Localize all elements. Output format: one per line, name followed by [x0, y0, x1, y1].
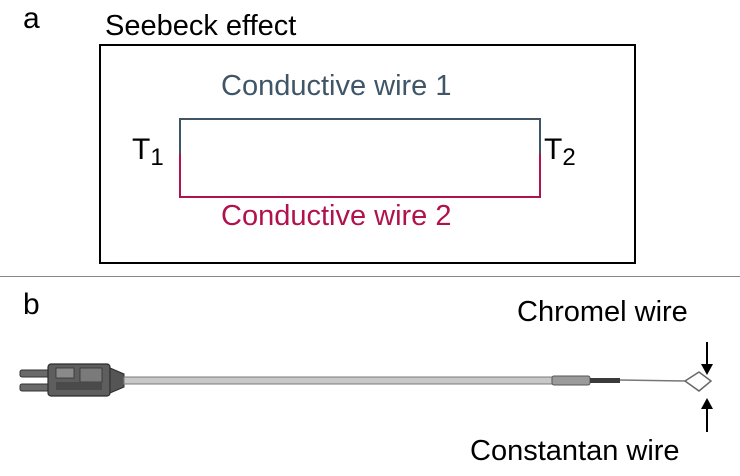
panel-a-label: a — [23, 2, 40, 35]
panel-b-label: b — [23, 288, 40, 321]
thermocouple-junction — [684, 371, 713, 392]
constantan-arrow — [701, 398, 713, 432]
probe-sheath — [123, 375, 686, 386]
wire-2-label: Conductive wire 2 — [221, 200, 452, 232]
conductive-wire-2 — [179, 154, 541, 198]
t1-label: T1 — [132, 133, 164, 171]
seebeck-diagram-frame — [99, 44, 636, 264]
wire-1-label: Conductive wire 1 — [221, 70, 452, 102]
chromel-arrow — [701, 342, 713, 375]
seebeck-title: Seebeck effect — [105, 10, 297, 42]
conductive-wire-1 — [179, 118, 541, 154]
t2-label: T2 — [544, 133, 576, 171]
constantan-wire-label: Constantan wire — [470, 435, 680, 467]
panel-divider — [0, 276, 740, 277]
thermocouple-connector — [19, 363, 125, 397]
chromel-wire-label: Chromel wire — [517, 296, 688, 328]
